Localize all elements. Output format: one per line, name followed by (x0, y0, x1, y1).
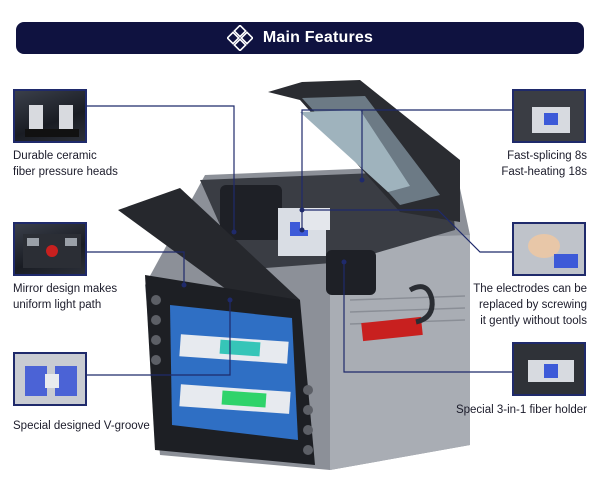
mirror-thumbnail (13, 222, 87, 276)
splicing-label: Fast-splicing 8s Fast-heating 18s (501, 150, 587, 178)
holder-thumbnail (512, 342, 586, 396)
vgroove-label: Special designed V-groove (13, 420, 150, 432)
vgroove-thumbnail (13, 352, 87, 406)
holder-label: Special 3-in-1 fiber holder (455, 404, 587, 416)
electrodes-label: The electrodes can be replaced by screwi… (473, 283, 587, 327)
diamond-grid-icon (226, 25, 253, 51)
main-features-banner: Main Features (16, 22, 584, 54)
pressure-heads-thumbnail (13, 89, 87, 143)
pressure-heads-label: Durable ceramic fiber pressure heads (13, 150, 118, 178)
mirror-label: Mirror design makes uniform light path (13, 283, 118, 311)
banner-title: Main Features (262, 29, 374, 46)
electrodes-thumbnail (512, 222, 586, 276)
splicing-thumbnail (512, 89, 586, 143)
